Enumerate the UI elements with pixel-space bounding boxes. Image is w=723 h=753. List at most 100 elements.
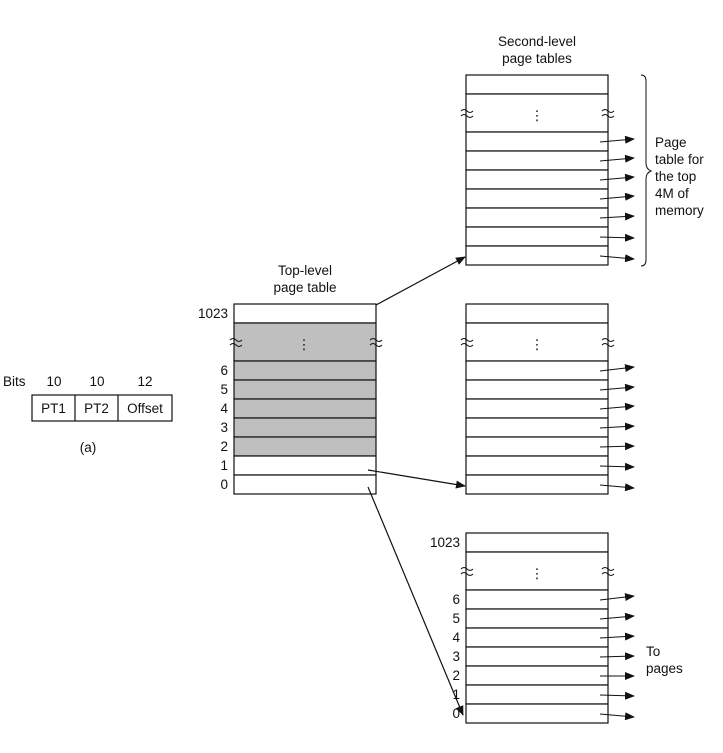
sl-mid-entry [465, 474, 609, 495]
top-entry-6 [233, 360, 377, 381]
sl-top-entry [465, 245, 609, 266]
pointer-1-to-middle-table [367, 469, 466, 489]
sl-bot-label-6: 6 [452, 592, 460, 607]
sl-mid-ellipsis-region [465, 322, 609, 362]
top-entry-0 [233, 474, 377, 495]
top-label-1: 1 [220, 458, 228, 473]
top-entry-ellipsis-region [233, 322, 377, 362]
top-4m-annotation: Page table for the top 4M of memory [655, 135, 704, 218]
sl-mid-entry [465, 436, 609, 457]
brace-icon [640, 74, 653, 267]
to-page-arrow [599, 212, 635, 221]
sl-top-entry [465, 150, 609, 171]
sl-bot-label-5: 5 [452, 611, 460, 626]
top-entry-5 [233, 379, 377, 400]
to-page-arrow [599, 135, 635, 144]
to-page-arrow [599, 192, 635, 201]
address-format: Bits 10 10 12 PT1 PT2 Offset (a) [3, 374, 173, 455]
top-label-5: 5 [220, 382, 228, 397]
bits-label: Bits [3, 374, 26, 389]
top-level-title-line1: Top-level [278, 263, 332, 278]
to-page-arrow [599, 691, 635, 700]
to-page-arrow [599, 483, 635, 492]
break-mark-icon [601, 109, 615, 118]
to-page-arrow [599, 462, 635, 471]
break-mark-icon [601, 567, 615, 576]
pt2-bit-count: 10 [89, 374, 104, 389]
to-page-arrow [599, 233, 635, 242]
sl-mid-entry [465, 379, 609, 400]
sl-bot-ellipsis: ⋮ [530, 566, 544, 581]
address-format-box [31, 394, 173, 422]
sl-top-entry [465, 188, 609, 209]
top-label-6: 6 [220, 363, 228, 378]
to-page-arrow [599, 612, 635, 621]
top-entry-1023 [233, 303, 377, 324]
to-page-arrow [599, 593, 635, 602]
top-4m-line: Page [655, 135, 687, 150]
break-mark-icon [460, 338, 474, 347]
top-ellipsis: ⋮ [297, 337, 311, 352]
offset-field: Offset [127, 401, 163, 416]
second-level-table-bottom: ⋮ 1023 6 5 4 3 2 1 0 [430, 532, 635, 724]
sl-mid-entry [465, 398, 609, 419]
sl-top-ellipsis: ⋮ [530, 108, 544, 123]
second-level-title-line1: Second-level [498, 34, 576, 49]
second-level-table-top: ⋮ [460, 74, 635, 266]
sl-top-entry-1023 [465, 74, 609, 95]
top-entry-3 [233, 417, 377, 438]
top-label-0: 0 [220, 477, 228, 492]
top-level-title-line2: page table [273, 280, 336, 295]
sl-bot-label-2: 2 [452, 668, 460, 683]
to-page-arrow [599, 652, 635, 661]
top-4m-line: the top [655, 169, 696, 184]
sl-bot-label-3: 3 [452, 649, 460, 664]
sl-top-entry [465, 169, 609, 190]
sl-mid-entry [465, 455, 609, 476]
to-page-arrow [599, 442, 635, 451]
sl-bot-entry-5 [465, 608, 609, 629]
to-page-arrow [599, 154, 635, 163]
sl-bot-entry-2 [465, 665, 609, 686]
top-entry-1 [233, 455, 377, 476]
to-page-arrow [599, 422, 635, 431]
sl-bot-label-0: 0 [452, 706, 460, 721]
top-4m-line: memory [655, 203, 704, 218]
break-mark-icon [460, 109, 474, 118]
sl-top-entry [465, 226, 609, 247]
top-label-1023: 1023 [198, 306, 228, 321]
sl-bot-entry-0 [465, 703, 609, 724]
pt1-bit-count: 10 [46, 374, 61, 389]
break-mark-icon [369, 338, 383, 347]
sl-bot-entry-4 [465, 627, 609, 648]
pt1-field: PT1 [41, 401, 66, 416]
top-4m-line: table for [655, 152, 704, 167]
break-mark-icon [460, 567, 474, 576]
sl-top-ellipsis-region [465, 93, 609, 133]
sl-bot-entry-1 [465, 684, 609, 705]
offset-bit-count: 12 [137, 374, 152, 389]
sl-bot-label-4: 4 [452, 630, 460, 645]
sl-mid-entry [465, 360, 609, 381]
top-entry-4 [233, 398, 377, 419]
figure-caption: (a) [80, 440, 97, 455]
sl-bot-entry-3 [465, 646, 609, 667]
to-pages-line: pages [646, 661, 683, 676]
sl-bot-ellipsis-region [465, 551, 609, 591]
to-page-arrow [599, 173, 635, 182]
to-pages-line: To [646, 644, 660, 659]
to-page-arrow [599, 402, 635, 411]
top-entry-2 [233, 436, 377, 457]
top-label-3: 3 [220, 420, 228, 435]
second-level-title-line2: page tables [502, 51, 572, 66]
sl-top-entry [465, 207, 609, 228]
pointer-0-to-bottom-table [367, 486, 464, 716]
to-page-arrow [599, 712, 635, 721]
top-label-4: 4 [220, 401, 228, 416]
to-page-arrow [599, 383, 635, 392]
top-4m-line: 4M of [655, 186, 689, 201]
sl-mid-entry [465, 417, 609, 438]
sl-mid-ellipsis: ⋮ [530, 337, 544, 352]
sl-bot-label-1023: 1023 [430, 535, 460, 550]
top-level-page-table: Top-level page table ⋮ 1023 6 5 4 3 2 1 … [198, 263, 383, 495]
